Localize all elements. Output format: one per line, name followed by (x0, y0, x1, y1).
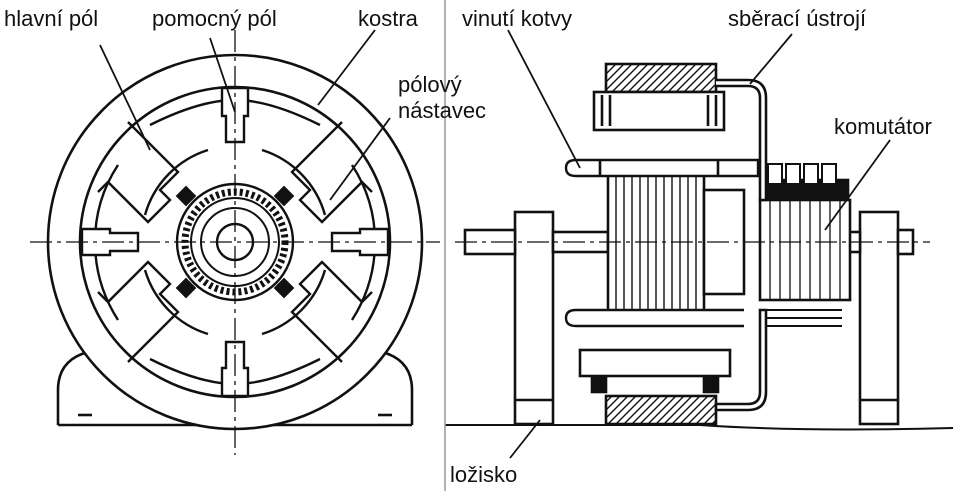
leader-lozisko (509, 419, 541, 459)
label-komutator: komutátor (834, 114, 932, 139)
leader-komutator (824, 139, 891, 231)
label-nastavec: nástavec (398, 98, 487, 123)
leader-hlavni-pol (99, 44, 151, 151)
label-pomocny-pol: pomocný pól (152, 6, 277, 31)
cross-section-view (30, 30, 440, 455)
floor-line (445, 424, 953, 431)
side-view (444, 0, 953, 491)
label-vinuti-kotvy: vinutí kotvy (462, 6, 573, 31)
winding-top (564, 158, 744, 178)
brushes (175, 185, 295, 299)
leader-vinuti-kotvy (507, 29, 581, 169)
leader-kostra (317, 29, 376, 106)
center-lines (30, 30, 440, 455)
frame-bottom (604, 394, 718, 426)
frame-top (604, 62, 718, 94)
label-polovy: pólový (398, 72, 462, 97)
brush-holders (767, 163, 837, 185)
label-sberaci-ustroji: sběrací ústrojí (728, 6, 867, 31)
winding-bottom (564, 308, 744, 328)
lower-brush-lines (762, 309, 842, 327)
leader-pomocny-pol (209, 37, 236, 113)
brush-gear-bottom (714, 308, 768, 412)
bearing-pedestals (513, 210, 900, 426)
brush-gear-top (716, 78, 768, 202)
leader-lines (99, 29, 891, 459)
leader-sberaci-ustroji (749, 33, 793, 85)
label-kostra: kostra (358, 6, 418, 31)
pole-shoe-arcs (143, 148, 327, 336)
label-hlavni-pol: hlavní pól (4, 6, 99, 31)
leader-polovy-nastavec (329, 117, 391, 201)
label-lozisko: ložisko (450, 462, 518, 487)
